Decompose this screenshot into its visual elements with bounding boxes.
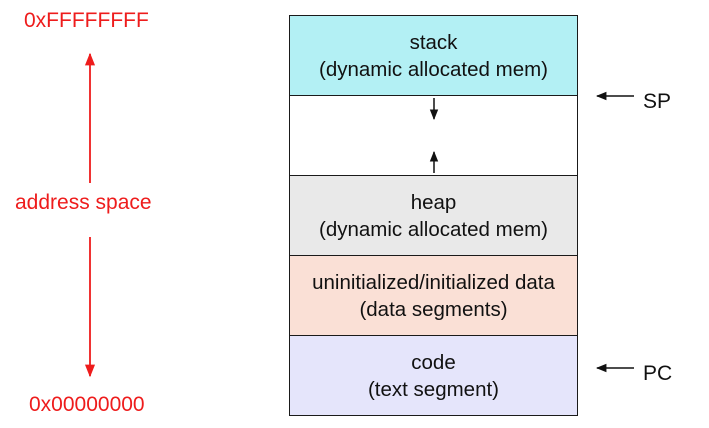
code-segment: code (text segment) — [289, 335, 578, 416]
heap-subtitle: (dynamic allocated mem) — [319, 217, 548, 241]
data-title: uninitialized/initialized data — [312, 270, 555, 294]
stack-segment: stack (dynamic allocated mem) — [289, 15, 578, 96]
data-segment: uninitialized/initialized data (data seg… — [289, 255, 578, 336]
heap-segment: heap (dynamic allocated mem) — [289, 175, 578, 256]
pc-label: PC — [643, 362, 673, 385]
code-subtitle: (text segment) — [367, 377, 500, 401]
address-space-label: address space — [15, 191, 152, 214]
stack-title: stack — [409, 30, 458, 54]
heap-title: heap — [410, 190, 457, 214]
data-subtitle: (data segments) — [359, 297, 508, 321]
code-title: code — [411, 350, 456, 374]
address-low-label: 0x00000000 — [29, 393, 145, 416]
sp-label: SP — [643, 90, 672, 113]
address-high-label: 0xFFFFFFFF — [24, 9, 149, 32]
stack-subtitle: (dynamic allocated mem) — [319, 57, 548, 81]
